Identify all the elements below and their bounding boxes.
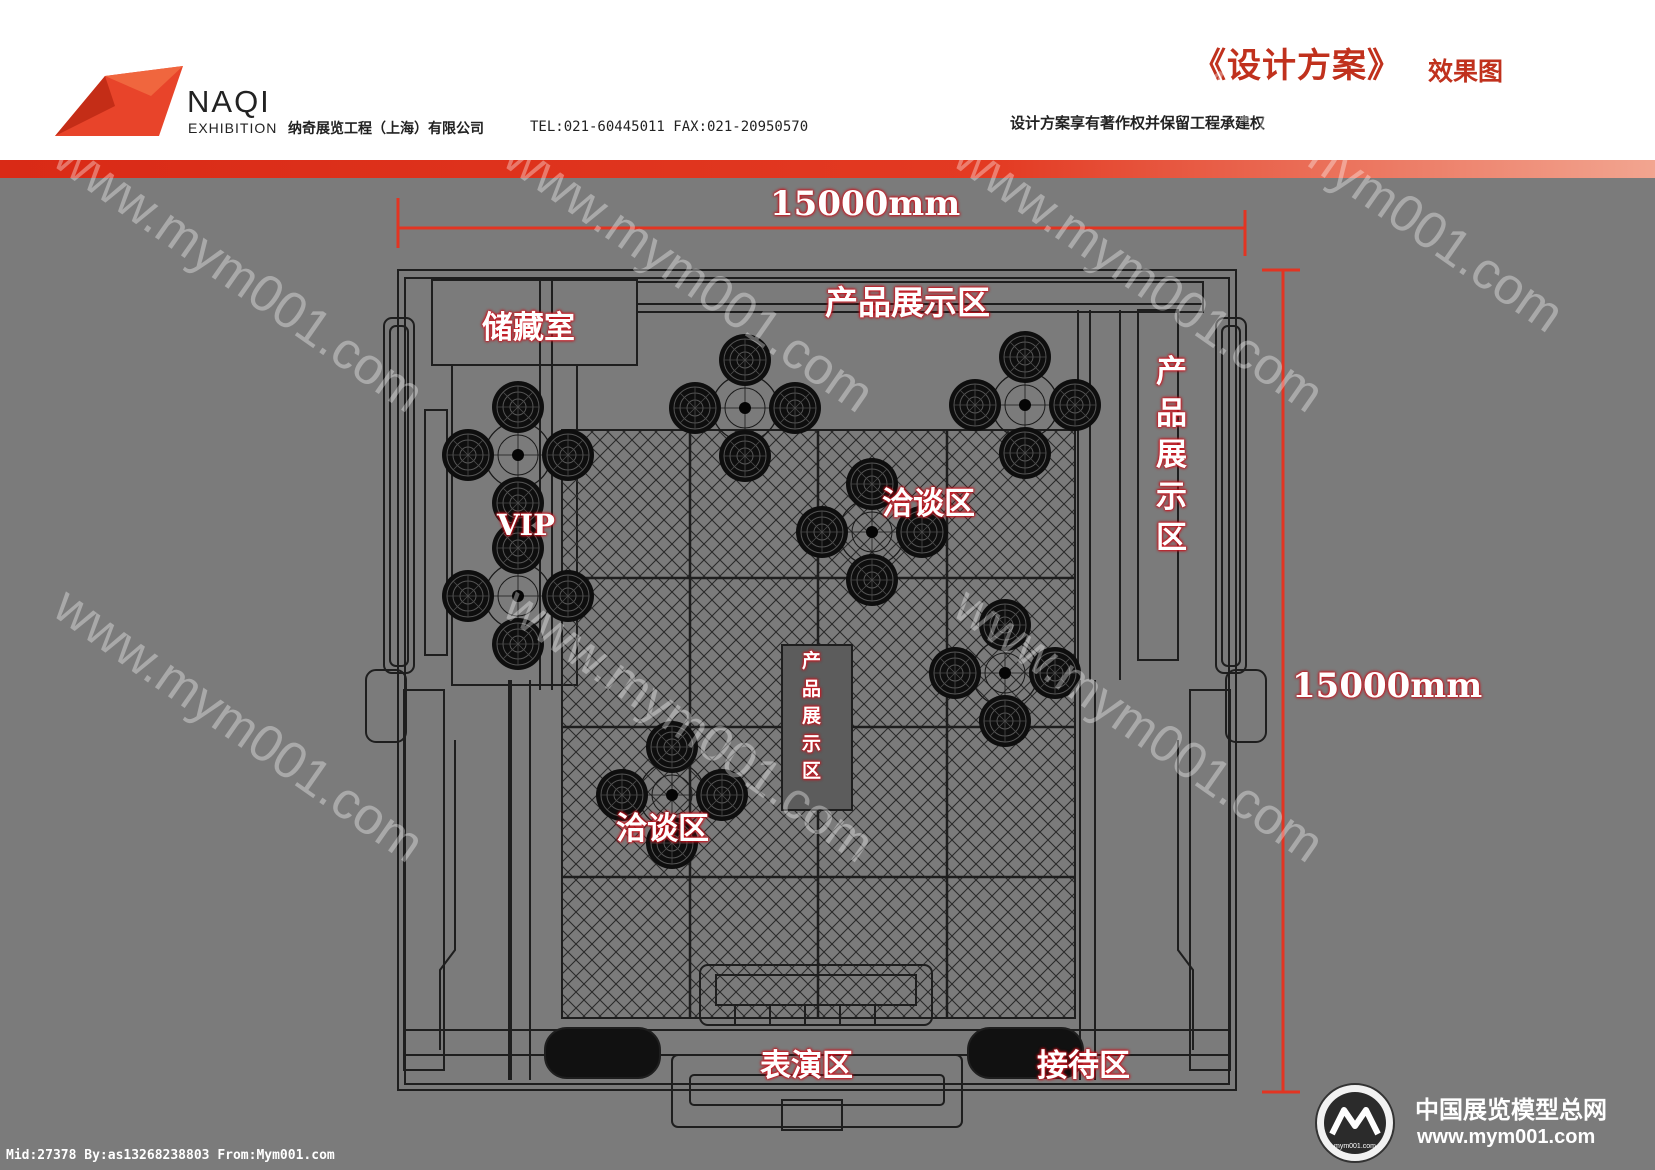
performance-area-label: 表演区 — [760, 1048, 853, 1084]
header-band — [0, 0, 1655, 160]
site-url: www.mym001.com — [1417, 1126, 1596, 1148]
company-name: 纳奇展览工程（上海）有限公司 — [288, 121, 484, 137]
product-display-top-label: 产品展示区 — [825, 283, 990, 322]
negotiation-area-label: 洽谈区 — [616, 811, 709, 847]
image-metadata-text: Mid:27378 By:as13268238803 From:Mym001.c… — [6, 1148, 335, 1163]
reception-area-label: 接待区 — [1037, 1048, 1130, 1084]
brand-name: NAQI — [187, 84, 271, 119]
page-subtitle: 效果图 — [1428, 57, 1504, 86]
depth-dimension-label: 15000mm — [1292, 666, 1483, 706]
depth-dimension-line — [1262, 268, 1300, 1094]
site-name: 中国展览模型总网 — [1415, 1096, 1607, 1124]
naqi-logo-icon — [55, 66, 183, 136]
header-red-stripe — [0, 160, 1655, 178]
copyright-notice: 设计方案享有著作权并保留工程承建权 — [1010, 114, 1266, 132]
page-title: 《设计方案》 — [1192, 46, 1402, 86]
contact-info: TEL:021-60445011 FAX:021-20950570 — [530, 119, 809, 135]
vip-area-label: VIP — [497, 508, 555, 542]
product-display-center-label: 产 品 展 示 区 — [802, 650, 822, 783]
storage-room-label: 储藏室 — [482, 310, 575, 346]
width-dimension-label: 15000mm — [770, 184, 961, 224]
mym-logo-text: mym001.com — [1334, 1143, 1376, 1150]
brand-subtitle: EXHIBITION — [188, 120, 278, 136]
mym-logo-icon: mym001.com — [1315, 1083, 1395, 1163]
product-display-right-label: 产 品 展 示 区 — [1156, 354, 1187, 557]
width-dimension-line — [396, 198, 1247, 256]
negotiation-area-label: 洽谈区 — [882, 486, 975, 522]
